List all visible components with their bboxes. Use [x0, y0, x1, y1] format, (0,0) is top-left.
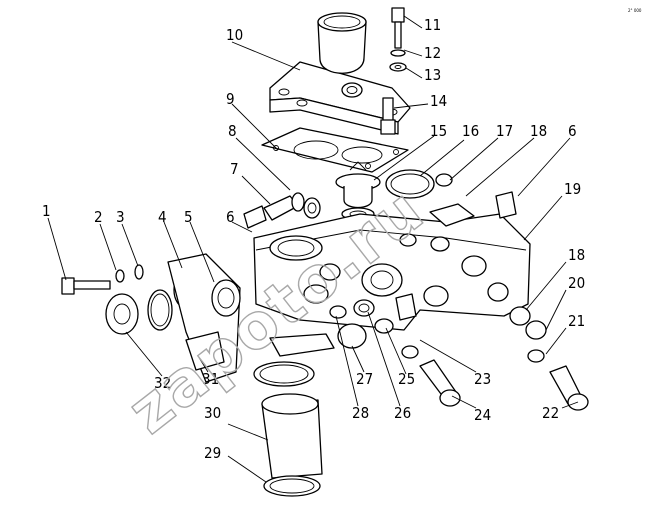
- callout-16: 16: [462, 122, 479, 140]
- callout-19: 19: [564, 180, 581, 198]
- callout-8: 8: [228, 122, 237, 140]
- callout-26: 26: [394, 404, 411, 422]
- callout-14: 14: [430, 92, 447, 110]
- callout-22: 22: [542, 404, 559, 422]
- callout-31: 31: [202, 370, 219, 388]
- part-plugs: [243, 192, 321, 229]
- callout-11: 11: [424, 16, 441, 34]
- part-outlet-housing: [269, 12, 411, 135]
- callout-17: 17: [496, 122, 513, 140]
- callout-2: 2: [94, 208, 103, 226]
- callout-18-top: 18: [530, 122, 547, 140]
- callout-23: 23: [474, 370, 491, 388]
- callout-21: 21: [568, 312, 585, 330]
- leader-lines: [47, 15, 579, 483]
- callout-3: 3: [116, 208, 125, 226]
- part-hose-and-clamps: [253, 299, 375, 497]
- part-right-fittings: [374, 306, 589, 411]
- corner-mark: 2° 000: [628, 8, 642, 13]
- callout-28: 28: [352, 404, 369, 422]
- callout-5: 5: [184, 208, 193, 226]
- part-main-body: [253, 191, 531, 331]
- callout-7: 7: [230, 160, 239, 178]
- callout-32: 32: [154, 374, 171, 392]
- callout-18-right: 18: [568, 246, 585, 264]
- callout-20: 20: [568, 274, 585, 292]
- callout-6-left: 6: [226, 208, 235, 226]
- callout-1: 1: [42, 202, 51, 220]
- callout-30: 30: [204, 404, 221, 422]
- callout-29: 29: [204, 444, 221, 462]
- callout-10: 10: [226, 26, 243, 44]
- callout-25: 25: [398, 370, 415, 388]
- callout-27: 27: [356, 370, 373, 388]
- callout-labels: 1 2 3 4 5 6 6 7 8 9 10 11 12 13 14 15 16…: [42, 16, 585, 462]
- callout-13: 13: [424, 66, 441, 84]
- part-left-assembly: [61, 253, 241, 383]
- callout-9: 9: [226, 90, 235, 108]
- callout-24: 24: [474, 406, 491, 424]
- callout-12: 12: [424, 44, 441, 62]
- callout-15: 15: [430, 122, 447, 140]
- part-housing-gasket: [261, 127, 409, 173]
- callout-6-right: 6: [568, 122, 577, 140]
- part-bolt-and-washers: [380, 7, 407, 135]
- callout-4: 4: [158, 208, 167, 226]
